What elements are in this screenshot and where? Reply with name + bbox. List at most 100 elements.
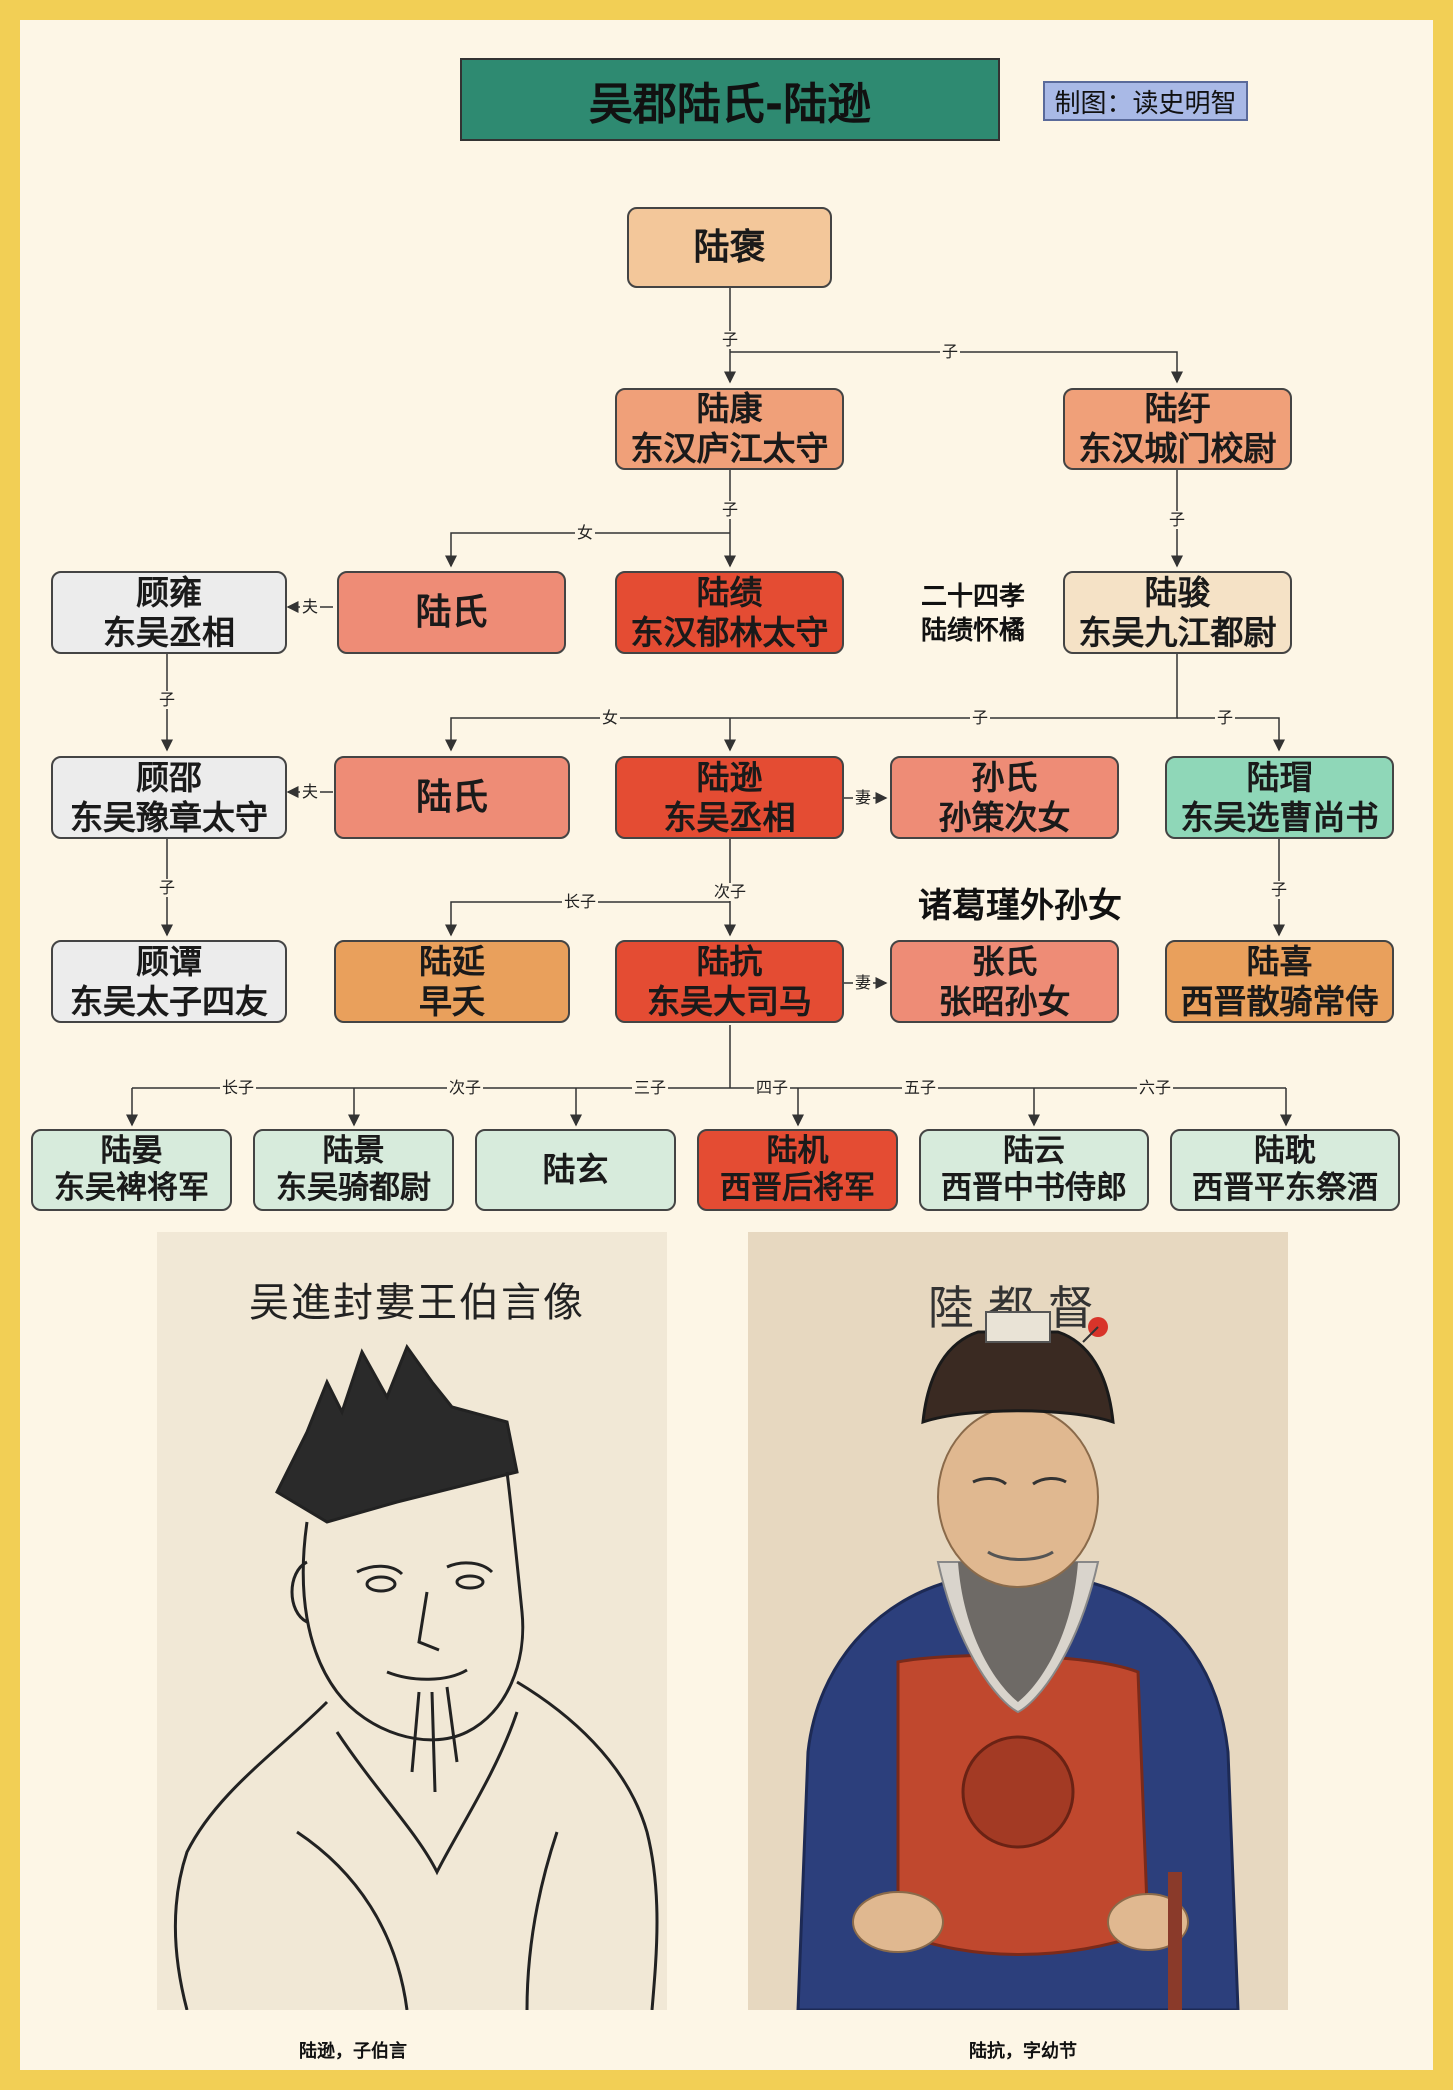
- node-title: 东吴太子四友: [70, 981, 268, 1021]
- node-title: 东吴大司马: [647, 981, 812, 1021]
- node-title: 张昭孙女: [938, 981, 1071, 1021]
- note-line: 二十四孝: [920, 582, 1025, 612]
- node-name: 孙氏: [971, 757, 1038, 797]
- node-title: 东吴丞相: [103, 612, 235, 652]
- node-lu-jing: 陆景 东吴骑都尉: [253, 1129, 454, 1211]
- note-filial-piety: 二十四孝 陆绩怀橘: [873, 580, 1073, 648]
- portrait-inscription: 吴進封婁王伯言像: [249, 1280, 585, 1326]
- note-line: 陆绩怀橘: [920, 616, 1025, 646]
- node-lu-kang2: 陆抗 东吴大司马: [615, 940, 844, 1023]
- node-gu-yong: 顾雍 东吴丞相: [51, 571, 287, 654]
- edge-label-son-4: 四子: [753, 1078, 791, 1097]
- node-title: 东吴选曹尚书: [1180, 797, 1379, 837]
- node-name: 陆褒: [693, 226, 766, 268]
- edge-label-son-6: 六子: [1136, 1078, 1174, 1097]
- node-lu-yan: 陆延 早夭: [334, 940, 570, 1023]
- author-credit: 制图：读史明智: [1043, 81, 1248, 121]
- edge-label-husband: 夫: [299, 782, 321, 801]
- node-name: 陆玄: [542, 1150, 609, 1190]
- node-name: 陆纡: [1144, 389, 1211, 429]
- lu-xun-figure-illustration: [174, 1343, 659, 2010]
- note-zhuge-granddaughter: 诸葛瑾外孙女: [918, 886, 1122, 926]
- edge-label-eldest-son: 长子: [561, 892, 599, 911]
- edge-label-son-5: 五子: [901, 1078, 939, 1097]
- lu-kang-figure-illustration: [796, 1311, 1240, 2010]
- node-name: 陆瑁: [1246, 757, 1313, 797]
- node-gu-tan: 顾谭 东吴太子四友: [51, 940, 287, 1023]
- node-lu-jun: 陆骏 东吴九江都尉: [1063, 571, 1292, 654]
- node-title: 东吴骑都尉: [276, 1170, 431, 1206]
- node-lu-ji-2: 陆机 西晋后将军: [697, 1129, 898, 1211]
- node-title: 东吴九江都尉: [1078, 612, 1277, 652]
- node-name: 顾雍: [136, 572, 202, 612]
- edge-label-son: 子: [1214, 708, 1236, 727]
- node-title: 孙策次女: [938, 797, 1071, 837]
- edge-label-wife: 妻: [852, 973, 874, 992]
- node-lu-yu: 陆纡 东汉城门校尉: [1063, 388, 1292, 470]
- edge-label-daughter: 女: [599, 708, 621, 727]
- node-name: 陆景: [322, 1132, 385, 1169]
- edge-label-second-son: 次子: [711, 882, 749, 901]
- node-lu-dan: 陆耽 西晋平东祭酒: [1170, 1129, 1400, 1211]
- edge-label-son: 子: [939, 342, 961, 361]
- edge-label-wife: 妻: [852, 788, 874, 807]
- edge-label-son-2: 次子: [446, 1078, 484, 1097]
- node-title: 东吴豫章太守: [70, 797, 268, 837]
- node-lu-xuan: 陆玄: [475, 1129, 676, 1211]
- node-name: 陆逊: [696, 757, 763, 797]
- node-name: 陆耽: [1254, 1132, 1316, 1169]
- node-title: 东吴裨将军: [54, 1170, 209, 1206]
- caption-lu-xun: 陆逊，子伯言: [299, 2041, 407, 2062]
- node-title: 东汉郁林太守: [630, 612, 829, 652]
- node-lu-ji-1: 陆绩 东汉郁林太守: [615, 571, 844, 654]
- node-title: 东汉庐江太守: [630, 429, 829, 468]
- node-title: 东吴丞相: [663, 797, 796, 837]
- node-name: 陆康: [696, 389, 763, 429]
- node-lu-shi-1: 陆氏: [337, 571, 566, 654]
- edge-label-son: 子: [1166, 510, 1188, 529]
- node-title: 西晋中书侍郎: [941, 1170, 1127, 1206]
- diagram-canvas: 子 子 子 女 夫 子 子 女 子 子 夫 妻 子 长子 次子 子 妻 长子 次…: [20, 20, 1433, 2070]
- node-name: 陆氏: [415, 591, 488, 633]
- portrait-lu-xun: 吴進封婁王伯言像: [157, 1232, 667, 2010]
- edge-label-son: 子: [719, 500, 741, 519]
- node-lu-xi: 陆喜 西晋散骑常侍: [1165, 940, 1394, 1023]
- edge-label-daughter: 女: [574, 523, 596, 542]
- node-lu-yan2: 陆晏 东吴裨将军: [31, 1129, 232, 1211]
- node-sun-shi: 孙氏 孙策次女: [890, 756, 1119, 839]
- node-lu-mao: 陆瑁 东吴选曹尚书: [1165, 756, 1394, 839]
- node-name: 张氏: [971, 941, 1038, 981]
- portrait-lu-kang: 陸都督: [748, 1232, 1288, 2010]
- edge-label-son: 子: [1268, 880, 1290, 899]
- node-name: 陆云: [1003, 1132, 1065, 1169]
- node-lu-xun: 陆逊 东吴丞相: [615, 756, 844, 839]
- edge-label-son: 子: [969, 708, 991, 727]
- node-name: 顾邵: [136, 757, 202, 797]
- node-lu-yun: 陆云 西晋中书侍郎: [919, 1129, 1149, 1211]
- node-lu-bao: 陆褒: [627, 207, 832, 288]
- node-title: 早夭: [419, 981, 485, 1021]
- edge-label-son: 子: [156, 878, 178, 897]
- node-name: 陆延: [419, 941, 485, 981]
- caption-lu-kang: 陆抗，字幼节: [969, 2041, 1077, 2062]
- node-title: 东汉城门校尉: [1078, 429, 1277, 468]
- node-name: 陆绩: [696, 572, 763, 612]
- page-title: 吴郡陆氏-陆逊: [460, 58, 1000, 141]
- node-lu-shi-2: 陆氏: [334, 756, 570, 839]
- node-name: 陆氏: [415, 776, 488, 818]
- node-name: 陆喜: [1246, 941, 1313, 981]
- edge-label-son: 子: [156, 690, 178, 709]
- edge-label-husband: 夫: [299, 597, 321, 616]
- edge-label-son: 子: [719, 330, 741, 349]
- edge-label-son-3: 三子: [631, 1078, 669, 1097]
- node-name: 陆抗: [696, 941, 763, 981]
- node-lu-kang: 陆康 东汉庐江太守: [615, 388, 844, 470]
- node-title: 西晋平东祭酒: [1192, 1170, 1378, 1206]
- node-name: 陆骏: [1144, 572, 1211, 612]
- node-title: 西晋散骑常侍: [1180, 981, 1379, 1021]
- node-name: 顾谭: [136, 941, 202, 981]
- node-name: 陆机: [766, 1132, 829, 1169]
- node-title: 西晋后将军: [720, 1170, 875, 1206]
- node-zhang-shi: 张氏 张昭孙女: [890, 940, 1119, 1023]
- node-gu-shao: 顾邵 东吴豫章太守: [51, 756, 287, 839]
